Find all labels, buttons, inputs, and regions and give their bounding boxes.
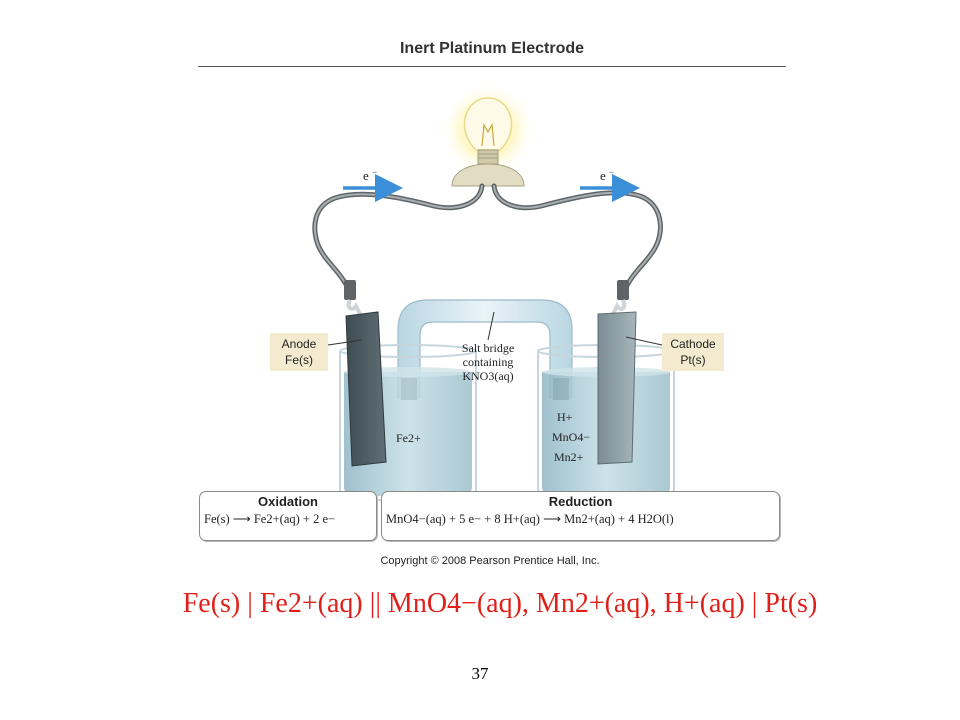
- iron-anode-electrode: [345, 311, 387, 467]
- svg-text:e: e: [600, 168, 606, 183]
- svg-text:Cathode: Cathode: [670, 337, 716, 351]
- cathode-clip: [609, 280, 629, 319]
- svg-text:e: e: [363, 168, 369, 183]
- svg-text:Mn2+: Mn2+: [554, 450, 584, 464]
- anode-clip: [344, 280, 364, 319]
- electron-flow-arrow-right: e −: [580, 167, 640, 202]
- light-bulb-icon: [440, 82, 536, 187]
- external-wire: [312, 183, 663, 295]
- right-solution-ion-labels: H+ MnO4− Mn2+: [552, 410, 590, 464]
- title-divider: [198, 66, 786, 67]
- svg-text:−: −: [609, 167, 614, 177]
- electron-flow-arrow-left: e −: [343, 167, 403, 202]
- svg-text:Pt(s): Pt(s): [680, 353, 705, 367]
- copyright-notice: Copyright © 2008 Pearson Prentice Hall, …: [380, 555, 600, 567]
- left-solution-ion-label: Fe2+: [396, 431, 421, 445]
- reduction-equation: MnO4−(aq) + 5 e− + 8 H+(aq) ⟶ Mn2+(aq) +…: [386, 512, 674, 526]
- reduction-heading: Reduction: [548, 494, 613, 509]
- svg-text:containing: containing: [463, 355, 514, 369]
- svg-text:MnO4−: MnO4−: [552, 430, 590, 444]
- reduction-box: Reduction MnO4−(aq) + 5 e− + 8 H+(aq) ⟶ …: [381, 491, 780, 541]
- oxidation-heading: Oxidation: [258, 494, 318, 509]
- svg-text:Fe(s): Fe(s): [285, 353, 313, 367]
- svg-text:Anode: Anode: [282, 337, 317, 351]
- cell-notation: Fe(s) | Fe2+(aq) || MnO4−(aq), Mn2+(aq),…: [182, 588, 818, 619]
- cathode-label: Cathode Pt(s): [625, 333, 724, 371]
- svg-text:Salt bridge: Salt bridge: [462, 341, 514, 355]
- svg-text:KNO3(aq): KNO3(aq): [462, 369, 513, 383]
- oxidation-box: Oxidation Fe(s) ⟶ Fe2+(aq) + 2 e−: [199, 491, 377, 541]
- svg-text:H+: H+: [557, 410, 573, 424]
- svg-text:−: −: [372, 167, 377, 177]
- platinum-cathode-electrode: [597, 311, 637, 465]
- diagram-title: Inert Platinum Electrode: [399, 40, 585, 57]
- salt-bridge-label: Salt bridge containing KNO3(aq): [462, 311, 514, 383]
- oxidation-equation: Fe(s) ⟶ Fe2+(aq) + 2 e−: [204, 512, 336, 526]
- anode-label: Anode Fe(s): [270, 333, 363, 371]
- page-number: 37: [471, 664, 489, 683]
